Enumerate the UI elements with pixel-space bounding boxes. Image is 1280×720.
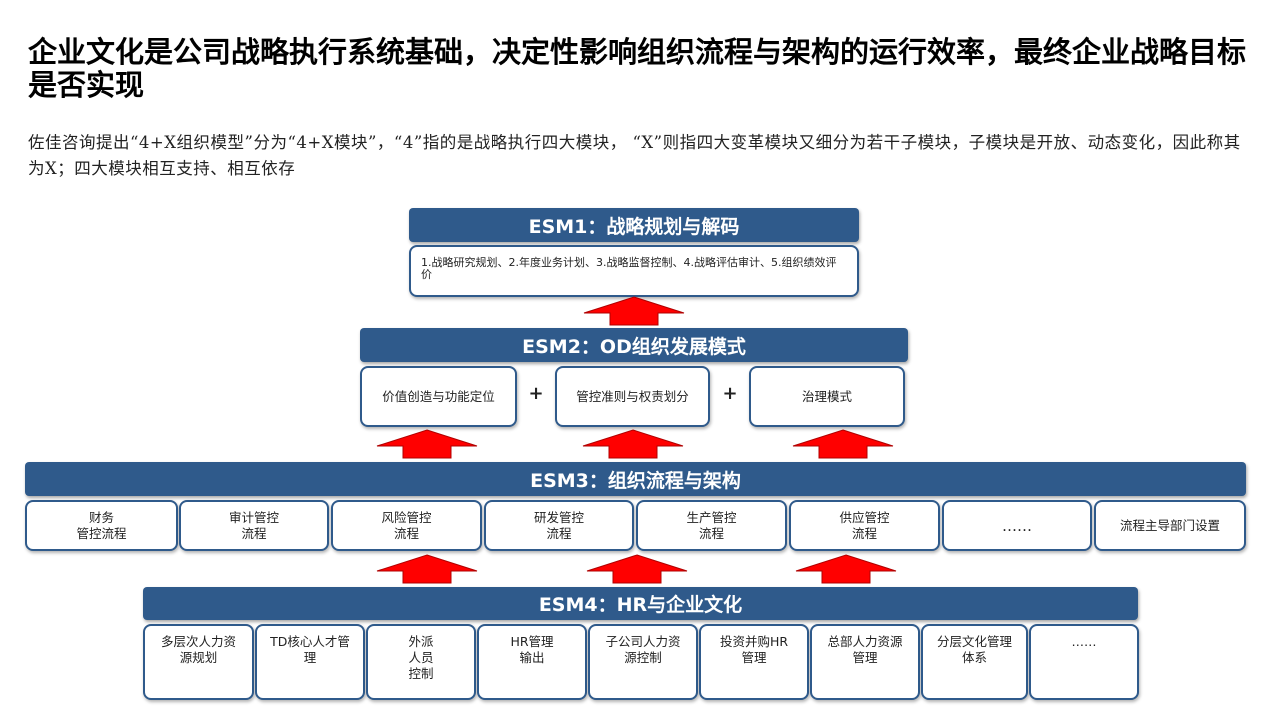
arrow-up-icon — [792, 429, 894, 459]
esm3-item-audit: 审计管控流程 — [179, 500, 329, 551]
esm2-item-control: 管控准则与权责划分 — [555, 366, 710, 427]
esm4-item-hq-hr: 总部人力资源管理 — [810, 624, 920, 700]
esm1-header: ESM1：战略规划与解码 — [409, 208, 859, 242]
esm3-item-rnd: 研发管控流程 — [484, 500, 634, 551]
esm4-item-td-talent: TD核心人才管理 — [255, 624, 365, 700]
esm3-item-finance: 财务管控流程 — [25, 500, 178, 551]
esm2-header: ESM2：OD组织发展模式 — [360, 328, 908, 362]
esm3-item-production: 生产管控流程 — [636, 500, 787, 551]
arrow-up-icon — [586, 554, 688, 584]
arrow-up-icon — [376, 554, 478, 584]
esm3-item-more: …… — [942, 500, 1092, 551]
esm4-item-expat-control: 外派人员控制 — [366, 624, 476, 700]
esm3-header: ESM3：组织流程与架构 — [25, 462, 1246, 496]
esm3-item-process-dept: 流程主导部门设置 — [1094, 500, 1246, 551]
esm2-item-governance: 治理模式 — [749, 366, 905, 427]
esm4-item-subsidiary-hr: 子公司人力资源控制 — [588, 624, 698, 700]
plus-sign: + — [722, 383, 738, 404]
arrow-up-icon — [583, 296, 685, 326]
arrow-up-icon — [795, 554, 897, 584]
esm4-item-culture-system: 分层文化管理体系 — [921, 624, 1028, 700]
arrow-up-icon — [582, 429, 684, 459]
esm4-item-hr-output: HR管理输出 — [477, 624, 587, 700]
esm4-header: ESM4：HR与企业文化 — [143, 587, 1138, 620]
plus-sign: + — [528, 383, 544, 404]
esm1-content: 1.战略研究规划、2.年度业务计划、3.战略监督控制、4.战略评估审计、5.组织… — [409, 245, 859, 297]
slide-title: 企业文化是公司战略执行系统基础，决定性影响组织流程与架构的运行效率，最终企业战略… — [28, 35, 1247, 102]
esm3-item-risk: 风险管控流程 — [331, 500, 482, 551]
slide-subtitle: 佐佳咨询提出“4+X组织模型”分为“4+X模块”，“4”指的是战略执行四大模块，… — [28, 133, 1241, 178]
esm2-item-value: 价值创造与功能定位 — [360, 366, 517, 427]
esm4-item-hr-planning: 多层次人力资源规划 — [143, 624, 254, 700]
esm3-item-supply: 供应管控流程 — [789, 500, 940, 551]
esm4-item-more: …… — [1029, 624, 1139, 700]
arrow-up-icon — [376, 429, 478, 459]
